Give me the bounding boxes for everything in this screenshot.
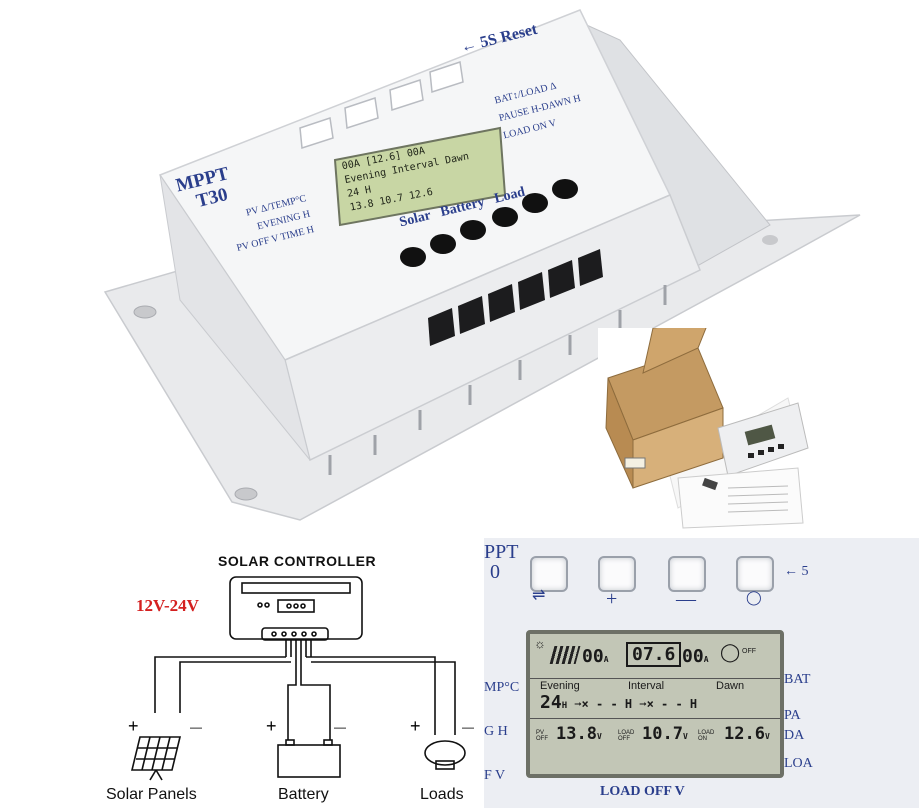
battery-minus: — (334, 720, 346, 734)
lcd-panel-icon (549, 646, 581, 664)
lcd-label-dawn: Dawn (716, 680, 745, 692)
closeup-button-plus[interactable] (598, 556, 636, 592)
closeup-header-left: PPT 0 (484, 541, 519, 583)
lcd-load-on-label: LOAD ON (698, 730, 715, 742)
closeup-left-labels: MP°C G H F V (484, 680, 520, 783)
lcd-sun-icon: ☼ (534, 636, 546, 651)
lcd-bulb-icon: ◯ (720, 642, 741, 662)
solar-panels-label: Solar Panels (106, 786, 197, 803)
battery-plus: + (266, 716, 277, 736)
plus-icon: + (606, 588, 618, 610)
battery-icon (277, 744, 341, 778)
loads-label: Loads (420, 786, 464, 803)
closeup-panel: PPT 0 ⇌ + — ◯ ← 5 MP°C G H F V BAT PA DA… (484, 538, 919, 808)
load-plus: + (410, 716, 421, 736)
solar-plus: + (128, 716, 139, 736)
solar-panel-icon (130, 736, 182, 771)
load-minus: — (462, 720, 474, 734)
lcd-top-left: 00A (582, 646, 609, 667)
lcd-hours-row: 24H ➞× - - H ➞× - - H (540, 692, 698, 713)
bulb-icon: ◯ (746, 591, 762, 606)
closeup-button-minus[interactable] (668, 556, 706, 592)
diagram-voltage: 12V-24V (136, 596, 199, 615)
battery-label: Battery (278, 786, 329, 803)
lcd-load-off-label: LOAD OFF (618, 730, 635, 742)
lcd-load-on-value: 12.6V (724, 724, 770, 744)
lamp-icon (424, 740, 466, 766)
packaging-photo (598, 328, 810, 538)
lcd-pv-off-label: PV OFF (536, 730, 548, 742)
lcd-load-off-value: 10.7V (642, 724, 688, 744)
closeup-bottom-label: LOAD OFF V (600, 784, 685, 799)
menu-arrows-icon: ⇌ (532, 587, 546, 604)
controller-box (229, 576, 363, 640)
closeup-right-labels: BAT PA DA LOA (784, 672, 813, 771)
solar-minus: — (190, 720, 202, 734)
diagram-title: SOLAR CONTROLLER (218, 553, 377, 569)
lcd-pv-value: 13.8V (556, 724, 602, 744)
lcd-label-interval: Interval (628, 680, 665, 692)
lcd-off-label: OFF (742, 648, 756, 655)
closeup-button-menu[interactable] (530, 556, 568, 592)
lcd-battery-value: 07.6 (626, 642, 682, 667)
controller-photo (103, 9, 861, 521)
closeup-lcd: ☼ 00A 07.6 00A ◯ OFF Evening Interval Da… (526, 630, 784, 778)
wiring-diagram (130, 576, 466, 781)
lcd-top-right: 00A (682, 646, 709, 667)
minus-icon: — (676, 588, 696, 610)
lcd-label-evening: Evening (540, 680, 580, 692)
reset-arrow-label: ← 5 (784, 564, 809, 579)
closeup-button-light[interactable] (736, 556, 774, 592)
